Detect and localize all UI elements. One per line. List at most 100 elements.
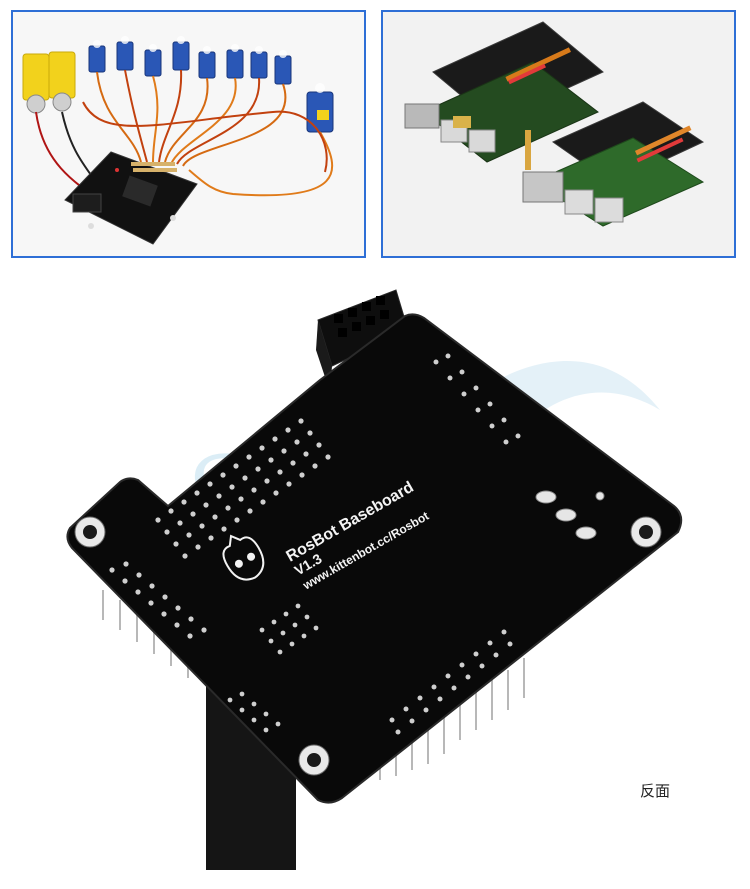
solder-pad: [479, 663, 485, 669]
solder-pad: [304, 614, 310, 620]
solder-pad: [263, 711, 269, 717]
solder-pad: [281, 448, 287, 454]
solder-pad: [239, 691, 245, 697]
pcb-board: [66, 313, 683, 804]
solder-pad: [295, 603, 301, 609]
solder-pad: [515, 433, 521, 439]
solder-pad: [487, 401, 493, 407]
solder-pad: [251, 487, 257, 493]
solder-pad: [175, 605, 181, 611]
solder-pad: [503, 439, 509, 445]
solder-pad: [268, 638, 274, 644]
solder-pad: [403, 706, 409, 712]
solder-pad: [389, 717, 395, 723]
solder-pad: [168, 508, 174, 514]
solder-pad: [316, 442, 322, 448]
solder-pad: [195, 544, 201, 550]
solder-pad: [307, 430, 313, 436]
solder-pad: [277, 649, 283, 655]
baseboard-back-photo: Sflumgy: [0, 270, 750, 889]
solder-pad: [173, 541, 179, 547]
solder-pad: [465, 674, 471, 680]
solder-pad: [259, 627, 265, 633]
solder-pad: [298, 418, 304, 424]
solder-pad: [289, 641, 295, 647]
solder-pad: [162, 594, 168, 600]
solder-pad: [233, 463, 239, 469]
solder-pad: [149, 583, 155, 589]
solder-pad: [239, 707, 245, 713]
solder-pad: [285, 427, 291, 433]
solder-pad: [203, 502, 209, 508]
solder-pad: [246, 454, 252, 460]
solder-pad: [181, 499, 187, 505]
solder-pad: [199, 523, 205, 529]
solder-pad: [220, 472, 226, 478]
solder-pad: [251, 717, 257, 723]
solder-pad: [188, 616, 194, 622]
solder-pad: [501, 417, 507, 423]
solder-pad: [423, 707, 429, 713]
solder-pad: [201, 627, 207, 633]
solder-pad: [437, 696, 443, 702]
solder-pad: [247, 508, 253, 514]
solder-pad: [136, 572, 142, 578]
solder-pad: [155, 517, 161, 523]
solder-pad: [263, 727, 269, 733]
solder-pad: [229, 484, 235, 490]
solder-pad: [283, 611, 289, 617]
solder-pad: [164, 529, 170, 535]
solder-pad: [207, 481, 213, 487]
solder-pad: [187, 633, 193, 639]
solder-pad: [186, 532, 192, 538]
solder-pad: [177, 520, 183, 526]
solder-pad: [174, 622, 180, 628]
solder-pad: [275, 721, 281, 727]
solder-pad: [301, 633, 307, 639]
solder-pad: [216, 493, 222, 499]
solder-pads: [109, 353, 521, 735]
solder-pad: [294, 439, 300, 445]
solder-pad: [292, 622, 298, 628]
solder-pad: [303, 451, 309, 457]
controller-board: [64, 151, 198, 245]
solder-pad: [299, 472, 305, 478]
solder-pad: [461, 391, 467, 397]
right-stack: [522, 101, 705, 227]
solder-pad: [271, 619, 277, 625]
raspberry-pi-stack-photo: [381, 10, 736, 258]
solder-pad: [272, 436, 278, 442]
solder-pad: [280, 630, 286, 636]
left-stack: [404, 21, 604, 170]
solder-pad: [312, 463, 318, 469]
solder-pad: [433, 359, 439, 365]
solder-pad: [225, 505, 231, 511]
power-pads: [535, 490, 605, 540]
mounting-holes: [74, 516, 662, 776]
solder-pad: [161, 611, 167, 617]
kittenbot-logo: [222, 534, 265, 581]
solder-pad: [182, 553, 188, 559]
solder-pad: [135, 589, 141, 595]
solder-pad: [148, 600, 154, 606]
solder-pad: [123, 561, 129, 567]
solder-pad: [221, 526, 227, 532]
solder-pad: [473, 385, 479, 391]
yellow-motor-group: [22, 51, 76, 114]
solder-pad: [194, 490, 200, 496]
solder-pad: [417, 695, 423, 701]
solder-pad: [447, 375, 453, 381]
solder-pad: [313, 625, 319, 631]
solder-pad: [507, 641, 513, 647]
solder-pad: [445, 673, 451, 679]
solder-pad: [242, 475, 248, 481]
solder-pad: [286, 481, 292, 487]
solder-pad: [475, 407, 481, 413]
solder-pad: [238, 496, 244, 502]
solder-pad: [409, 718, 415, 724]
solder-pad: [290, 460, 296, 466]
solder-pad: [459, 662, 465, 668]
servo-wiring-photo: [11, 10, 366, 258]
solder-pad: [264, 478, 270, 484]
solder-pad: [501, 629, 507, 635]
